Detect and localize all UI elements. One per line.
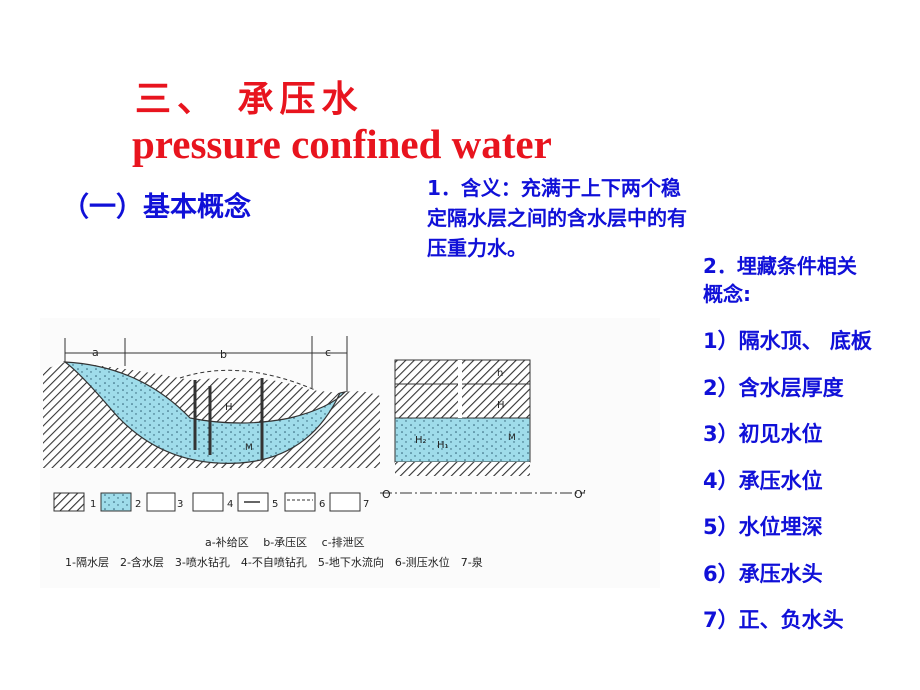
legend-6: 6 xyxy=(319,499,325,510)
slide-title-chinese: 三、 承压水 xyxy=(135,78,364,120)
label-h: h xyxy=(497,368,503,379)
legend-4: 4 xyxy=(227,499,233,510)
concept-item: 2）含水层厚度 xyxy=(703,375,844,400)
legend-2: 2 xyxy=(135,499,141,510)
legend: 1 2 3 4 5 6 7 xyxy=(53,492,369,512)
definition-line: 1．含义：充满于上下两个稳 xyxy=(427,176,681,200)
burial-heading: 2．埋藏条件相关 概念: xyxy=(703,252,903,308)
datum-O-prime: O’ xyxy=(574,488,586,501)
label-H1: H₁ xyxy=(437,440,449,451)
legend-7: 7 xyxy=(363,499,369,510)
confined-aquifer-diagram: a b c H M h H H₂ H₁ M O O’ 1 2 3 4 5 6 xyxy=(40,318,660,588)
concept-item: 5）水位埋深 xyxy=(703,515,823,539)
definition-line: 定隔水层之间的含水层中的有 xyxy=(427,206,687,230)
label-H: H xyxy=(225,402,233,413)
legend-1: 1 xyxy=(90,499,96,510)
slide-title-english: pressure confined water xyxy=(132,121,552,167)
definition-line: 压重力水。 xyxy=(427,236,527,260)
concept-item: 1）隔水顶、 底板 xyxy=(703,329,872,353)
cross-section: a b c H M xyxy=(43,336,380,468)
zone-label-a: a xyxy=(92,346,99,359)
concept-item: 3）初见水位 xyxy=(703,422,823,446)
aquifer-block: h H H₂ H₁ M O O’ xyxy=(380,359,586,501)
caption-zones: a-补给区 b-承压区 c-排泄区 xyxy=(205,535,365,549)
label-H-right: H xyxy=(497,400,505,411)
burial-heading-line: 2．埋藏条件相关 xyxy=(703,254,857,278)
legend-5: 5 xyxy=(272,499,278,510)
caption-legend: 1-隔水层 2-含水层 3-喷水钻孔 4-不自喷钻孔 5-地下水流向 6-测压水… xyxy=(65,555,483,569)
label-M: M xyxy=(245,443,253,453)
zone-label-b: b xyxy=(220,348,227,361)
concept-item: 7）正、负水头 xyxy=(703,608,844,632)
label-H2: H₂ xyxy=(415,435,427,446)
concept-item: 4）承压水位 xyxy=(703,468,823,493)
definition-text: 1．含义：充满于上下两个稳 定隔水层之间的含水层中的有 压重力水。 xyxy=(427,173,767,263)
legend-3: 3 xyxy=(177,499,183,510)
datum-O: O xyxy=(382,488,391,501)
label-M-right: M xyxy=(508,433,516,443)
zone-label-c: c xyxy=(325,346,331,359)
section-heading: （一）基本概念 xyxy=(62,192,251,223)
concept-item: 6）承压水头 xyxy=(703,561,823,586)
burial-heading-line: 概念: xyxy=(703,282,751,306)
concept-list: 1）隔水顶、 底板 2）含水层厚度 3）初见水位 4）承压水位 5）水位埋深 6… xyxy=(703,325,872,651)
